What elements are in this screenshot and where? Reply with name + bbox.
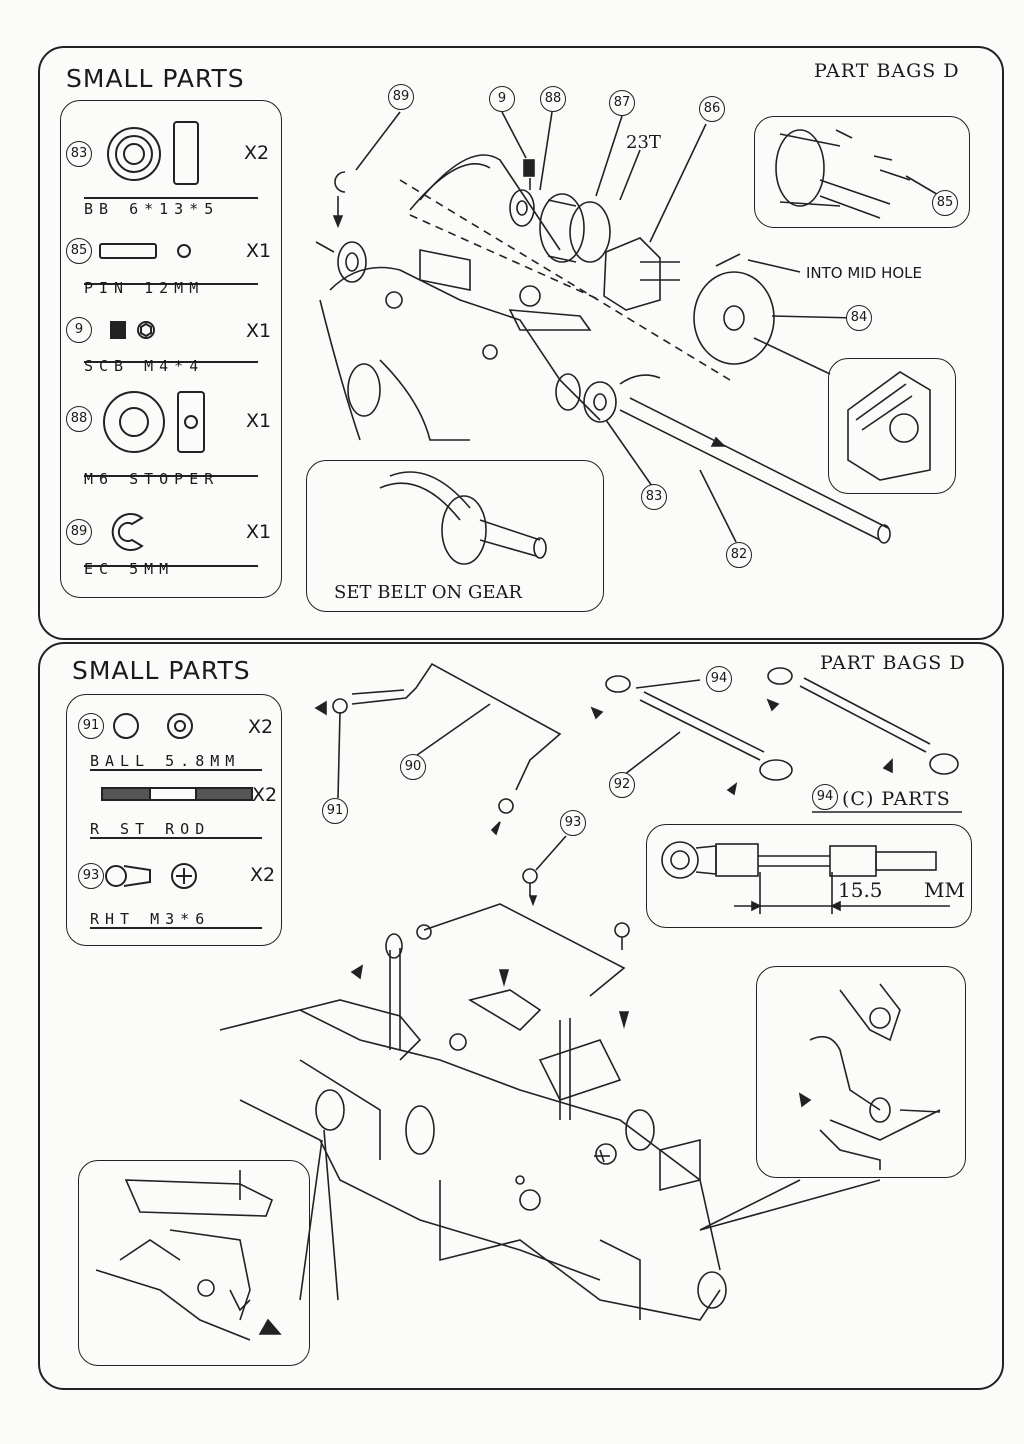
rod-qty: X2 (252, 784, 278, 806)
part-88-label: M6 STOPER (84, 470, 220, 488)
callout-82: 82 (726, 542, 752, 568)
part-89-qty: X1 (246, 521, 272, 543)
callout-83: 83 (641, 484, 667, 510)
part-91-qty: X2 (248, 716, 274, 738)
inset-disc-detail (828, 358, 956, 494)
part-9-qty: X1 (246, 320, 272, 342)
left-detail-inset (78, 1160, 310, 1366)
part-91-badge: 91 (78, 713, 104, 739)
rod-dimension-inset (646, 824, 972, 928)
part-83-qty: X2 (244, 142, 270, 164)
gear-tooth-label: 23T (626, 132, 661, 153)
callout-86: 86 (699, 96, 725, 122)
top-part-bags: PART BAGS D (814, 60, 960, 82)
into-mid-hole-label: INTO MID HOLE (806, 264, 922, 282)
bottom-title: SMALL PARTS (72, 656, 251, 685)
top-title: SMALL PARTS (66, 64, 245, 93)
callout-89: 89 (388, 84, 414, 110)
part-93-badge: 93 (78, 863, 104, 889)
part-88-badge: 88 (66, 406, 92, 432)
callout-91: 91 (322, 798, 348, 824)
part-85-label: PIN 12MM (84, 279, 205, 297)
part-93-qty: X2 (250, 864, 276, 886)
part-9-label: SCB M4*4 (84, 357, 205, 375)
part-88-qty: X1 (246, 410, 272, 432)
part-9-badge: 9 (66, 317, 92, 343)
top-parts-list (60, 100, 282, 598)
right-detail-inset (756, 966, 966, 1178)
set-belt-label: SET BELT ON GEAR (334, 582, 523, 603)
dimension-value: 15.5 (838, 878, 883, 902)
rod-label: R ST ROD (90, 820, 211, 838)
part-89-badge: 89 (66, 519, 92, 545)
bottom-panel (38, 642, 1004, 1390)
c-parts-label: (C) PARTS (842, 788, 951, 810)
part-85-qty: X1 (246, 240, 272, 262)
part-83-label: BB 6*13*5 (84, 200, 220, 218)
part-85-badge: 85 (66, 238, 92, 264)
callout-94-c-parts: 94 (812, 784, 838, 810)
callout-90: 90 (400, 754, 426, 780)
inset-belt-detail (306, 460, 604, 612)
callout-94: 94 (706, 666, 732, 692)
callout-84: 84 (846, 305, 872, 331)
callout-92: 92 (609, 772, 635, 798)
top-panel (38, 46, 1004, 640)
callout-85: 85 (932, 190, 958, 216)
callout-88: 88 (540, 86, 566, 112)
part-89-label: EC 5MM (84, 560, 175, 578)
bottom-part-bags: PART BAGS D (820, 652, 966, 674)
inset-pin-detail (754, 116, 970, 228)
part-83-badge: 83 (66, 141, 92, 167)
callout-9: 9 (489, 86, 515, 112)
callout-87: 87 (609, 90, 635, 116)
part-93-label: RHT M3*6 (90, 910, 211, 928)
callout-93: 93 (560, 810, 586, 836)
part-91-label: BALL 5.8MM (90, 752, 241, 770)
bottom-parts-list (66, 694, 282, 946)
dimension-unit: MM (924, 878, 965, 902)
